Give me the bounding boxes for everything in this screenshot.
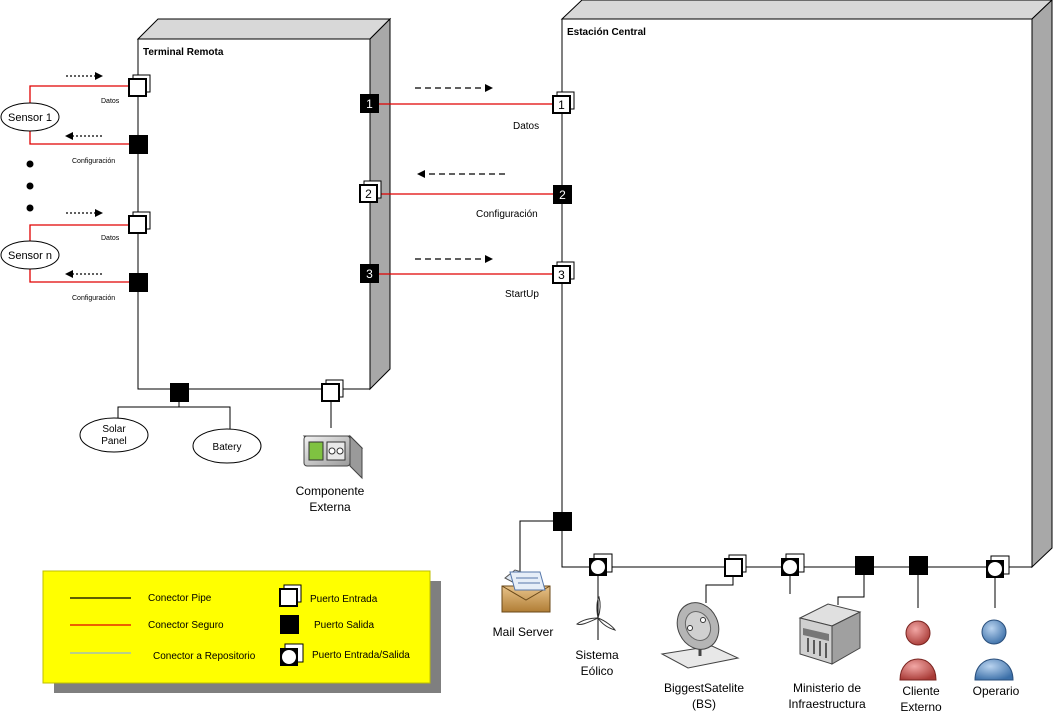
svg-text:3: 3 xyxy=(366,267,373,281)
componente-label-2: Externa xyxy=(309,500,351,514)
terminal-remota-title: Terminal Remota xyxy=(143,47,224,58)
tr-port-1: 1 xyxy=(360,94,379,113)
solar-panel-label-1: Solar xyxy=(102,424,126,435)
satellite-dish-icon xyxy=(660,602,740,669)
government-building-icon xyxy=(798,603,862,665)
sensor-1-config-label: Configuración xyxy=(72,158,115,165)
sensor-n: Sensor n Datos Configuración xyxy=(0,209,138,302)
power-connectors xyxy=(117,399,231,431)
legend-repositorio-label: Conector a Repositorio xyxy=(153,651,256,662)
port-in-sensorn-datos xyxy=(128,211,151,234)
sensor-n-label: Sensor n xyxy=(8,250,52,262)
port-in-satelite xyxy=(724,554,747,577)
solar-panel: Solar Panel xyxy=(79,417,149,453)
componente-label-1: Componente xyxy=(296,484,365,498)
port-out-mail xyxy=(553,512,572,531)
estacion-central-box: Estación Central xyxy=(560,0,1053,569)
svg-text:2: 2 xyxy=(559,188,566,202)
legend-entrada-salida-label: Puerto Entrada/Salida xyxy=(312,650,410,661)
sensor-1-label: Sensor 1 xyxy=(8,112,52,124)
sensor-1-datos-label: Datos xyxy=(101,98,120,105)
ellipsis-dots xyxy=(26,160,34,212)
legend-entrada-label: Puerto Entrada xyxy=(310,594,378,605)
estacion-central-title: Estación Central xyxy=(567,27,646,38)
connection-label-datos: Datos xyxy=(513,121,539,132)
ec-port-3: 3 xyxy=(552,261,575,284)
satelite-connector xyxy=(705,575,734,603)
sensor-n-datos-label: Datos xyxy=(101,235,120,242)
svg-text:1: 1 xyxy=(366,97,373,111)
connection-label-configuracion: Configuración xyxy=(476,209,538,220)
svg-text:2: 2 xyxy=(365,187,372,201)
connection-label-startup: StartUp xyxy=(505,289,539,300)
eolico-label-2: Eólico xyxy=(581,664,614,678)
batery-label: Batery xyxy=(213,442,242,453)
port-in-componente xyxy=(321,379,344,402)
port-io-eolico xyxy=(589,553,613,576)
cliente-externo-icon xyxy=(899,620,937,681)
operario-icon xyxy=(974,619,1014,681)
cliente-label-2: Externo xyxy=(900,700,942,714)
componente-externa-icon xyxy=(302,434,364,480)
legend-entrada-swatch xyxy=(279,584,302,607)
svg-text:1: 1 xyxy=(558,98,565,112)
satelite-label-1: BiggestSatelite xyxy=(664,681,744,695)
terminal-remota-box: Terminal Remota xyxy=(136,17,392,391)
port-in-sensor1-datos xyxy=(128,74,151,97)
ec-port-2: 2 xyxy=(553,185,572,204)
legend-salida-swatch xyxy=(280,615,299,634)
mail-server-label: Mail Server xyxy=(493,625,554,639)
legend-salida-label: Puerto Salida xyxy=(314,620,374,631)
ministerio-connector-b xyxy=(837,575,865,605)
port-io-ministerio xyxy=(781,553,805,576)
legend-seguro-label: Conector Seguro xyxy=(148,620,224,631)
ec-port-1: 1 xyxy=(552,91,575,114)
wind-turbine-icon xyxy=(576,595,617,631)
mail-server-icon xyxy=(501,569,551,613)
port-out-sensor1-config xyxy=(129,135,148,154)
satelite-label-2: (BS) xyxy=(692,697,716,711)
tr-port-2: 2 xyxy=(359,180,382,203)
mail-connector xyxy=(519,520,553,575)
sensor-n-config-label: Configuración xyxy=(72,295,115,302)
solar-panel-label-2: Panel xyxy=(101,436,127,447)
port-out-power xyxy=(170,383,189,402)
legend-entrada-salida-swatch xyxy=(280,643,304,666)
port-out-sensorn-config xyxy=(129,273,148,292)
eolico-label-1: Sistema xyxy=(575,648,619,662)
cliente-label-1: Cliente xyxy=(902,684,940,698)
svg-text:3: 3 xyxy=(558,268,565,282)
operario-label: Operario xyxy=(973,684,1020,698)
batery: Batery xyxy=(192,428,262,464)
legend-pipe-label: Conector Pipe xyxy=(148,593,212,604)
ministerio-label-2: Infraestructura xyxy=(788,697,866,711)
port-out-ministerio xyxy=(855,556,874,575)
port-out-cliente xyxy=(909,556,928,575)
port-io-operario xyxy=(986,555,1010,578)
tr-port-3: 3 xyxy=(360,264,379,283)
ministerio-label-1: Ministerio de xyxy=(793,681,861,695)
sensor-1: Sensor 1 Datos Configuración xyxy=(0,72,138,165)
legend: Conector Pipe Conector Seguro Conector a… xyxy=(42,570,441,693)
